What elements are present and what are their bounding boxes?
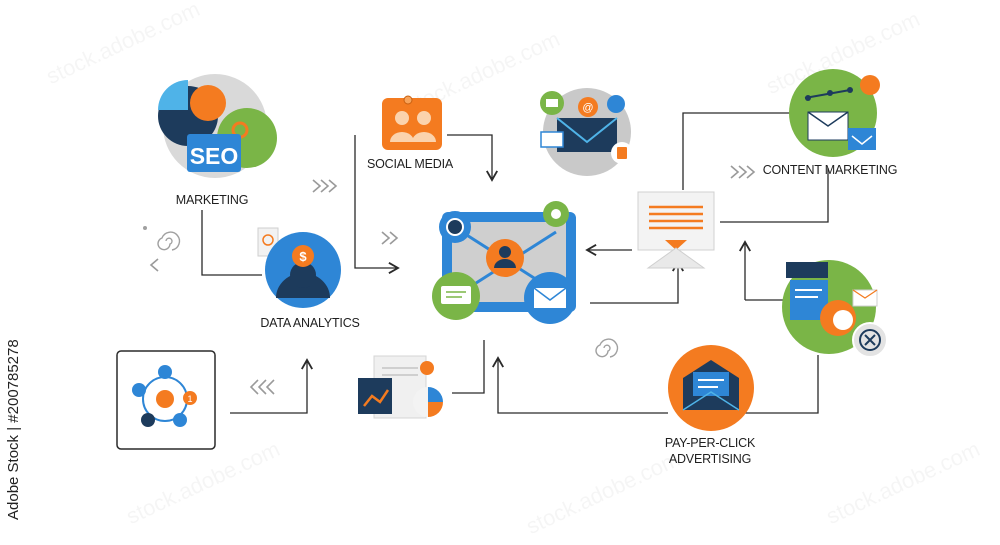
label-ppc-line1: PAY-PER-CLICK (664, 436, 756, 450)
chevron-right-icon (312, 179, 338, 193)
connector-hub-report (452, 340, 485, 394)
connector-ppc-hub (492, 356, 668, 414)
chevron-left-icon (249, 379, 275, 395)
seo-icon: SEO (158, 74, 277, 178)
label-content-marketing: CONTENT MARKETING (762, 163, 898, 177)
network-icon: 1 (116, 350, 216, 450)
label-social-media: SOCIAL MEDIA (366, 157, 454, 171)
monitor-icon (637, 191, 715, 269)
chevron-left-icon (149, 258, 159, 272)
number-badge: 1 (187, 394, 192, 404)
seo-text: SEO (190, 143, 239, 169)
email-icon: @ (540, 88, 633, 176)
connector-social-down (447, 134, 498, 182)
connector-seo-analytics (201, 210, 262, 276)
report-icon (358, 355, 443, 419)
connector-phone-ppc (740, 355, 819, 414)
chevron-right-icon (730, 165, 756, 179)
connector-social-hub (354, 135, 400, 274)
swirl-icons (143, 226, 619, 358)
chevron-marks (149, 165, 756, 395)
stock-credit: Adobe Stock | #200785278 (5, 339, 22, 520)
label-data-analytics: DATA ANALYTICS (260, 316, 360, 330)
central-hub-icon (432, 201, 576, 324)
connector-content-monitor (720, 168, 829, 223)
dollar-sign: $ (299, 249, 307, 264)
swirl-icon (157, 231, 181, 251)
connectors (201, 112, 829, 414)
swirl-icon (595, 338, 619, 358)
content-marketing-icon (789, 69, 880, 157)
connector-monitor-content (682, 112, 790, 190)
phone-icon (782, 260, 888, 358)
connector-hub-monitor (590, 260, 684, 304)
chevron-right-icon (381, 231, 399, 245)
label-ppc-line2: ADVERTISING (668, 452, 752, 466)
label-marketing: MARKETING (175, 193, 249, 207)
ppc-icon (668, 345, 754, 431)
svg-text:@: @ (582, 102, 593, 114)
connector-network-analytics (230, 358, 313, 414)
data-analytics-icon: $ (257, 227, 341, 308)
social-media-icon (382, 95, 442, 150)
